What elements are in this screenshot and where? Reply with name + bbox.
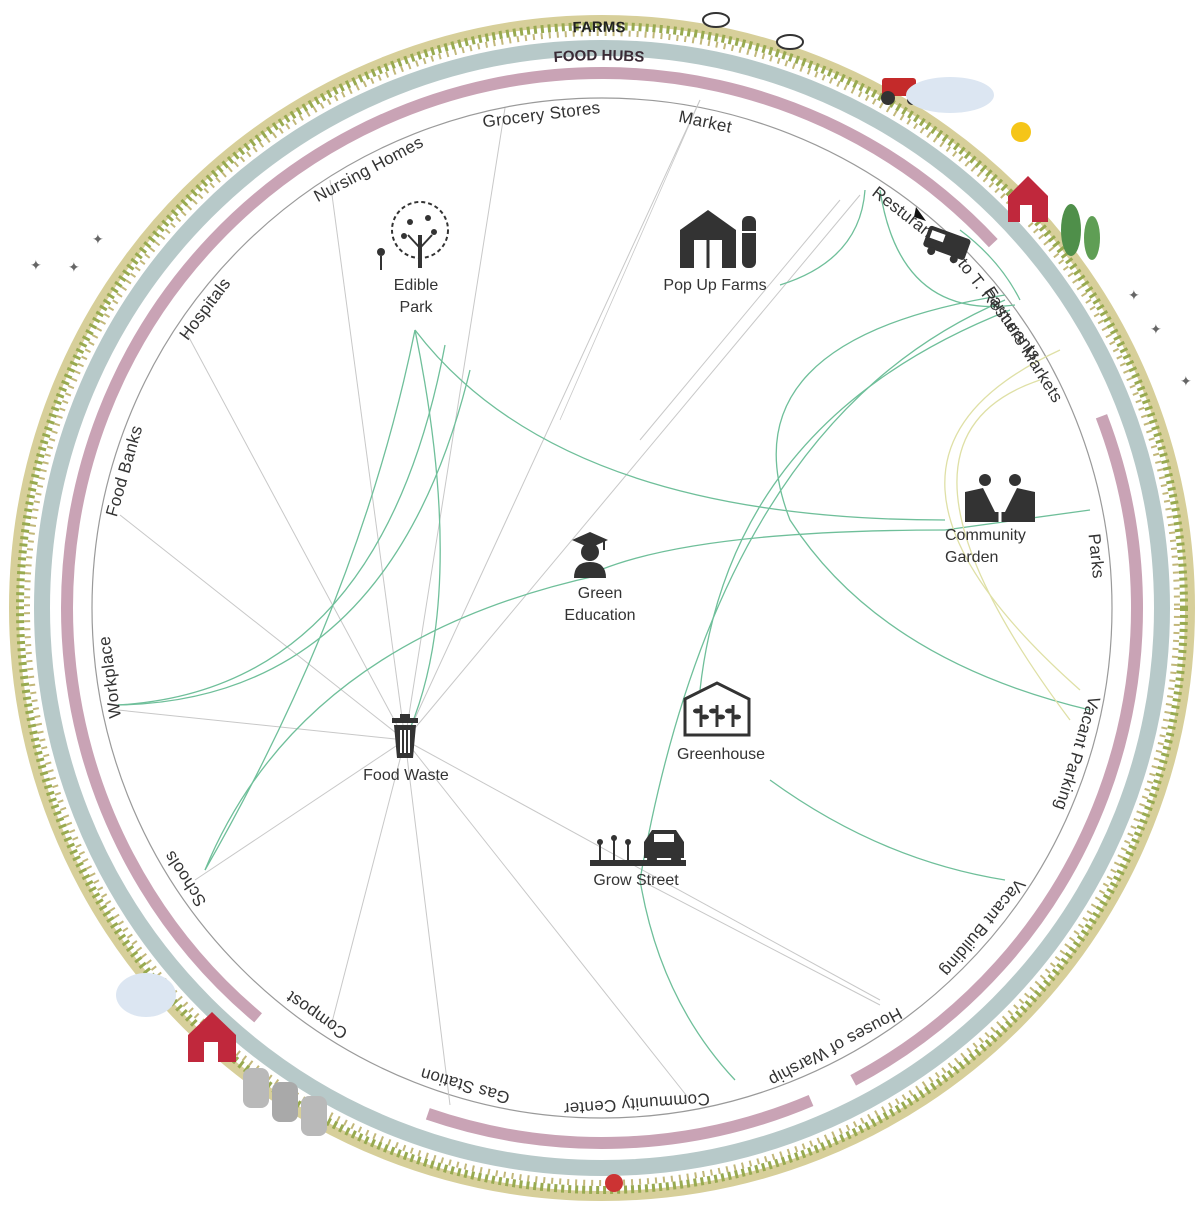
connection-line: [119, 514, 406, 741]
connection-line: [404, 739, 881, 1001]
clouds-icon: [116, 77, 994, 1017]
location-label: Parks: [1084, 533, 1108, 580]
connection-lines: [117, 99, 1091, 1106]
connection-line: [117, 709, 406, 741]
svg-text:✦: ✦: [30, 257, 42, 273]
svg-text:✦: ✦: [1150, 321, 1162, 337]
connection-line: [117, 369, 471, 706]
svg-text:✦: ✦: [68, 259, 80, 275]
food-hubs-band-segment: [425, 1094, 814, 1149]
connection-line: [769, 779, 1006, 881]
location-label: Community Center: [563, 1089, 711, 1118]
gardening-people-icon: [965, 474, 1035, 522]
connection-line: [639, 879, 881, 1006]
barn-bottom-left-icon: [188, 1012, 236, 1062]
location-label: Compost: [283, 987, 351, 1043]
silos-icon: [243, 1068, 327, 1136]
location-label: Grocery Stores: [481, 98, 601, 131]
connection-line: [404, 739, 691, 1101]
location-label: Food Banks: [102, 423, 146, 518]
connection-line: [404, 739, 451, 1106]
connection-line: [559, 99, 701, 421]
food-hubs-band-segment: [850, 414, 1143, 1086]
connection-line: [779, 189, 866, 286]
connection-line: [639, 879, 736, 1081]
food-hubs-band: [61, 66, 1143, 1149]
location-label: Farmers Markets: [980, 283, 1067, 406]
location-label: Vacant Parking: [1051, 694, 1104, 813]
farm-landscape-edge: [9, 15, 1195, 1201]
birds-icon: ✦ ✦ ✦ ✦ ✦ ✦: [30, 231, 1192, 389]
hub-pop-up-farms: Pop Up Farms: [663, 210, 767, 294]
person-on-edge-icon: [605, 1174, 623, 1192]
street-car-icon: [590, 830, 686, 866]
connection-line: [204, 329, 416, 871]
inner-ring: [91, 97, 1113, 1119]
connection-line: [639, 299, 1006, 881]
greenhouse-icon: [683, 681, 751, 737]
hub-label-pop-up-farms: Pop Up Farms: [663, 277, 766, 294]
location-label: Schools: [160, 847, 210, 910]
graduate-icon: [572, 532, 608, 578]
trash-can-icon: [392, 714, 418, 758]
food-truck-icon: [914, 207, 971, 264]
connection-line: [404, 194, 861, 741]
food-hubs-band-segment: [61, 66, 998, 1023]
connection-line: [117, 344, 446, 706]
location-label: Houses of Warship: [765, 1004, 905, 1090]
trees-icon: [1061, 204, 1100, 260]
sun-icon: [1011, 122, 1031, 142]
farms-band: [34, 40, 1170, 1176]
location-label: Hospitals: [176, 274, 235, 343]
hub-label-food-waste: Food Waste: [363, 767, 449, 784]
barn-top-right-icon: [1008, 176, 1048, 222]
connection-line: [194, 739, 406, 881]
connection-line: [414, 329, 946, 521]
connection-line: [404, 329, 441, 741]
hub-grow-street: Grow Street: [590, 830, 686, 889]
connection-line: [404, 99, 701, 741]
connection-line: [184, 329, 406, 741]
connection-line: [639, 199, 841, 441]
hub-label-grow-street: Grow Street: [593, 872, 679, 889]
connection-line: [699, 309, 1011, 691]
svg-text:✦: ✦: [92, 231, 104, 247]
location-label: Workplace: [95, 635, 125, 720]
location-label: Gas Station: [418, 1064, 512, 1108]
connection-line: [959, 229, 1021, 301]
svg-text:✦: ✦: [1128, 287, 1140, 303]
tree-icon: [377, 201, 449, 270]
food-hubs-band-label: FOOD HUBS: [553, 47, 645, 66]
connection-line: [956, 379, 1071, 721]
connection-line: [775, 294, 1091, 711]
connection-line: [599, 529, 946, 571]
hub-label-greenhouse: Greenhouse: [677, 746, 765, 763]
connection-line: [204, 574, 601, 871]
connection-line: [329, 739, 406, 1031]
farms-band-label: FARMS: [572, 19, 626, 37]
barn-silo-icon: [680, 210, 756, 268]
hub-food-waste: Food Waste: [363, 714, 449, 784]
hub-greenhouse: Greenhouse: [677, 681, 765, 763]
connection-line: [944, 349, 1081, 691]
connection-line: [329, 179, 406, 741]
connection-line: [879, 189, 1016, 308]
location-label: Vacant Building: [936, 875, 1029, 980]
cows-icon: [702, 12, 804, 50]
svg-text:✦: ✦: [1180, 373, 1192, 389]
